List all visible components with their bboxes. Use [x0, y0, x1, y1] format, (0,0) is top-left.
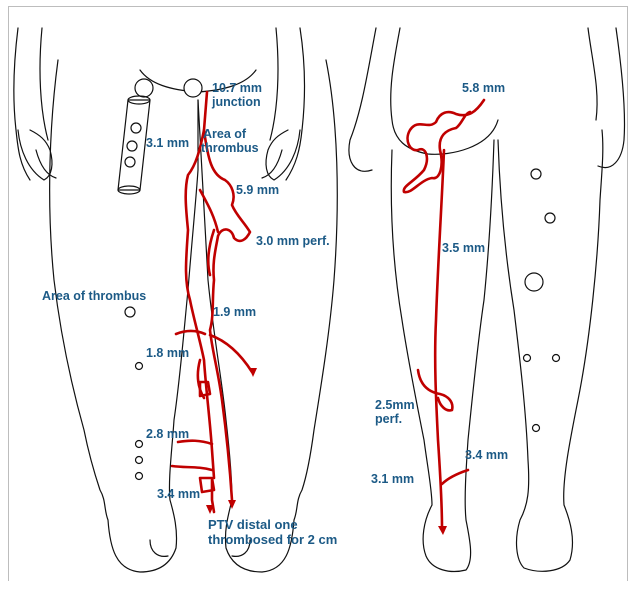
- label-perforator: 3.0 mm perf.: [256, 235, 330, 248]
- label-back-ankle: 3.4 mm: [465, 449, 508, 462]
- label-left-thigh-vein: 3.1 mm: [146, 137, 189, 150]
- back-thrombosed-veins: [404, 100, 484, 528]
- label-knee: 1.9 mm: [213, 306, 256, 319]
- label-ankle: 3.4 mm: [157, 488, 200, 501]
- label-junction-size: 10.7 mm: [212, 82, 262, 95]
- label-calf-upper: 1.8 mm: [146, 347, 189, 360]
- back-arrowheads: [438, 526, 447, 535]
- label-back-lower: 3.1 mm: [371, 473, 414, 486]
- label-junction: junction: [212, 96, 261, 109]
- label-back-perf: perf.: [375, 413, 402, 426]
- label-area-of: Area of: [203, 128, 246, 141]
- label-ptv-line1: PTV distal one: [208, 518, 298, 531]
- label-back-top: 5.8 mm: [462, 82, 505, 95]
- label-ptv-line2: thrombosed for 2 cm: [208, 533, 337, 546]
- label-calf-lower: 2.8 mm: [146, 428, 189, 441]
- label-mid-thigh: 5.9 mm: [236, 184, 279, 197]
- label-thrombus: thrombus: [201, 142, 259, 155]
- back-body-outline: [349, 28, 625, 571]
- label-back-mid: 3.5 mm: [442, 242, 485, 255]
- back-marker-circles: [524, 169, 560, 432]
- label-area-of-thrombus: Area of thrombus: [42, 290, 146, 303]
- label-back-perf-size: 2.5mm: [375, 399, 415, 412]
- front-thrombosed-veins: [172, 92, 252, 512]
